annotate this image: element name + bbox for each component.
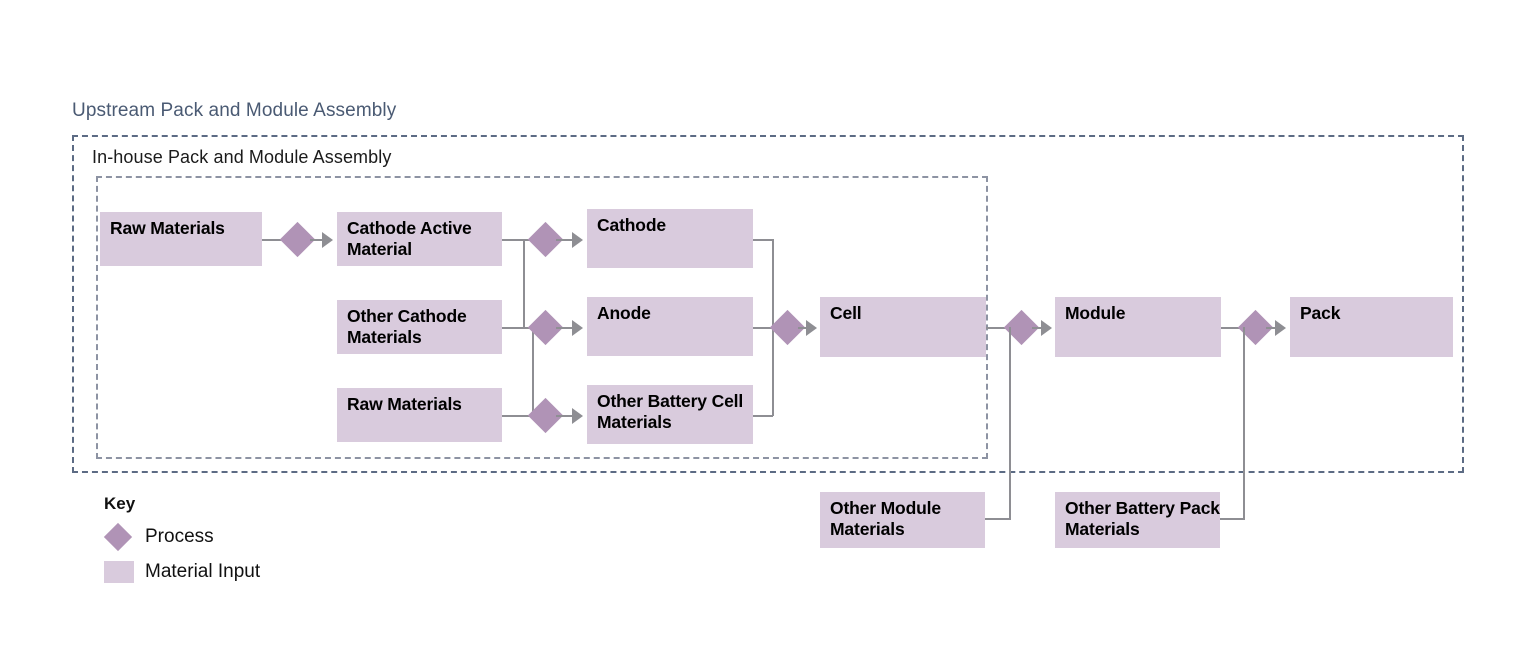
key-material-input-label: Material Input bbox=[145, 561, 261, 582]
connector-diamond-to-anode bbox=[556, 327, 574, 329]
outer-container-title: Upstream Pack and Module Assembly bbox=[72, 100, 397, 121]
connector-diamond-to-pack bbox=[1266, 327, 1278, 329]
key-material-input-swatch-icon bbox=[104, 561, 134, 583]
inner-container-title: In-house Pack and Module Assembly bbox=[92, 147, 392, 167]
connector-bus-row1-row2 bbox=[523, 239, 525, 328]
connector-other-cell-materials-out bbox=[753, 415, 773, 417]
arrow-to-cam bbox=[322, 232, 333, 248]
node-cathode-active-material[interactable]: Cathode Active Material bbox=[337, 212, 502, 266]
node-anode[interactable]: Anode bbox=[587, 297, 753, 356]
node-other-cathode-materials[interactable]: Other Cathode Materials bbox=[337, 300, 502, 354]
node-module[interactable]: Module bbox=[1055, 297, 1221, 357]
node-raw-materials-2[interactable]: Raw Materials bbox=[337, 388, 502, 442]
arrow-to-cathode bbox=[572, 232, 583, 248]
arrow-to-cell bbox=[806, 320, 817, 336]
connector-diamond-to-cathode bbox=[556, 239, 574, 241]
connector-other-module-materials-out bbox=[985, 518, 1011, 520]
connector-cell-out bbox=[986, 327, 1010, 329]
key-title: Key bbox=[104, 494, 136, 513]
key-process-label: Process bbox=[145, 526, 214, 547]
connector-cathode-out bbox=[753, 239, 773, 241]
connector-anode-out bbox=[753, 327, 777, 329]
node-raw-materials-1[interactable]: Raw Materials bbox=[100, 212, 262, 266]
node-other-battery-cell-materials[interactable]: Other Battery Cell Materials bbox=[587, 385, 753, 444]
node-cathode[interactable]: Cathode bbox=[587, 209, 753, 268]
arrow-to-anode bbox=[572, 320, 583, 336]
connector-other-module-materials-riser bbox=[1009, 327, 1011, 519]
node-cell[interactable]: Cell bbox=[820, 297, 986, 357]
connector-rawmat1-to-cam bbox=[262, 239, 286, 241]
arrow-to-module bbox=[1041, 320, 1052, 336]
inner-dashed-container bbox=[96, 176, 988, 459]
connector-other-battery-pack-materials-out bbox=[1220, 518, 1245, 520]
node-other-module-materials[interactable]: Other Module Materials bbox=[820, 492, 985, 548]
node-other-battery-pack-materials[interactable]: Other Battery Pack Materials bbox=[1055, 492, 1220, 548]
arrow-to-other-cell-materials bbox=[572, 408, 583, 424]
connector-rawmat2-stub bbox=[502, 415, 545, 417]
connector-other-battery-pack-materials-riser bbox=[1243, 327, 1245, 519]
connector-diamond-to-module bbox=[1032, 327, 1044, 329]
connector-diamond-to-cam bbox=[310, 239, 324, 241]
key-process-diamond-icon bbox=[103, 522, 133, 552]
connector-diamond-to-cell bbox=[798, 327, 810, 329]
node-pack[interactable]: Pack bbox=[1290, 297, 1453, 357]
connector-bus-row2-row3 bbox=[532, 327, 534, 416]
connector-diamond-to-other-cell-materials bbox=[556, 415, 574, 417]
connector-module-out bbox=[1221, 327, 1245, 329]
outer-dashed-container bbox=[72, 135, 1464, 473]
arrow-to-pack bbox=[1275, 320, 1286, 336]
